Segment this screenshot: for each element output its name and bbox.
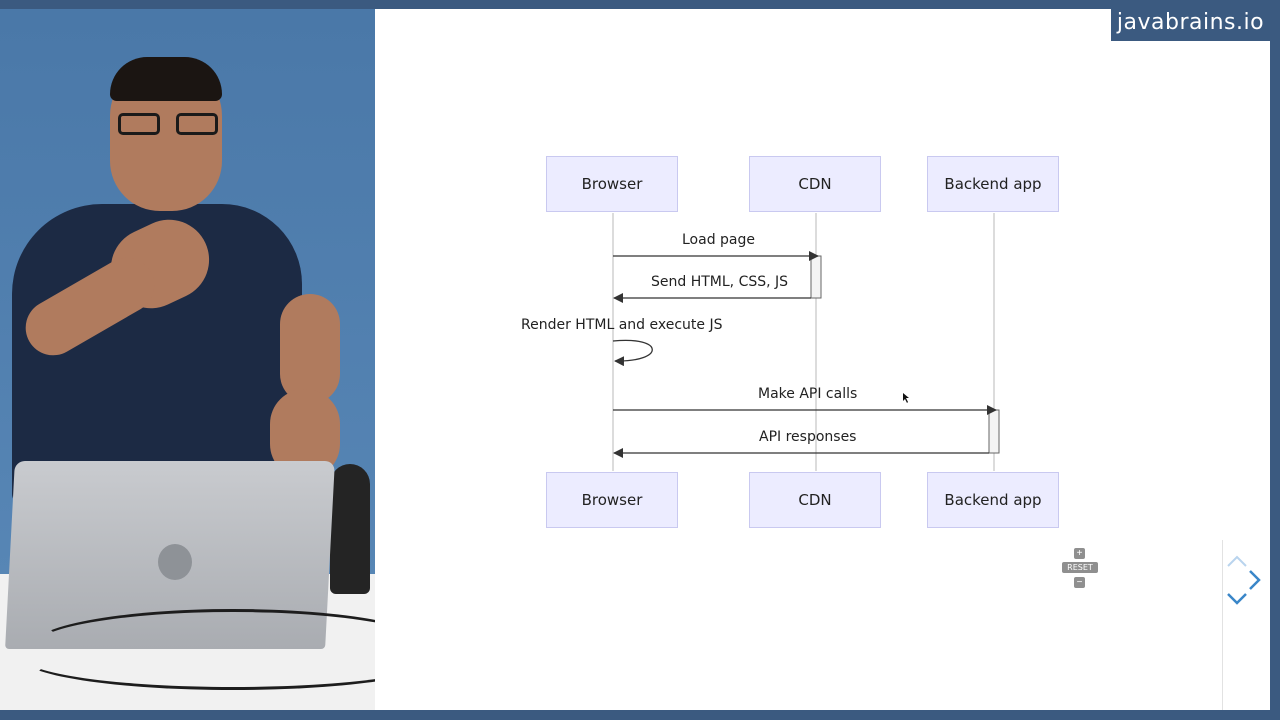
frame-bottom bbox=[0, 710, 1280, 720]
frame-top bbox=[0, 0, 1280, 9]
presenter-hand-right bbox=[280, 294, 340, 404]
presenter-glasses bbox=[118, 113, 222, 137]
zoom-controls: + RESET − bbox=[1062, 546, 1098, 590]
activation-cdn bbox=[810, 255, 822, 299]
actor-cdn-top: CDN bbox=[749, 156, 881, 212]
frame-right bbox=[1270, 0, 1280, 720]
actor-browser-top: Browser bbox=[546, 156, 678, 212]
microphone bbox=[330, 464, 370, 594]
message-label: API responses bbox=[759, 429, 857, 445]
zoom-reset-button[interactable]: RESET bbox=[1062, 562, 1098, 573]
activation-backend bbox=[988, 409, 1000, 454]
nav-right-icon bbox=[1249, 570, 1261, 590]
mouse-cursor-icon bbox=[903, 393, 909, 403]
zoom-in-button[interactable]: + bbox=[1074, 548, 1085, 559]
brand-badge: javabrains.io bbox=[1111, 3, 1270, 41]
actor-backend-top: Backend app bbox=[927, 156, 1059, 212]
nav-divider bbox=[1222, 540, 1223, 710]
message-label: Make API calls bbox=[758, 386, 858, 402]
message-label: Load page bbox=[682, 232, 756, 248]
message-label: Send HTML, CSS, JS bbox=[651, 274, 789, 290]
actor-backend-bottom: Backend app bbox=[927, 472, 1059, 528]
cable bbox=[20, 624, 375, 690]
cable bbox=[30, 609, 375, 685]
self-message-arrow bbox=[612, 339, 653, 367]
presenter-video bbox=[0, 9, 375, 710]
presenter-hair bbox=[110, 57, 222, 101]
nav-down-icon bbox=[1227, 593, 1247, 605]
slide bbox=[375, 9, 1270, 710]
actor-browser-bottom: Browser bbox=[546, 472, 678, 528]
zoom-out-button[interactable]: − bbox=[1074, 577, 1085, 588]
nav-up-icon bbox=[1227, 555, 1247, 567]
message-label: Render HTML and execute JS bbox=[521, 317, 723, 333]
actor-cdn-bottom: CDN bbox=[749, 472, 881, 528]
apple-logo-icon bbox=[158, 544, 192, 580]
